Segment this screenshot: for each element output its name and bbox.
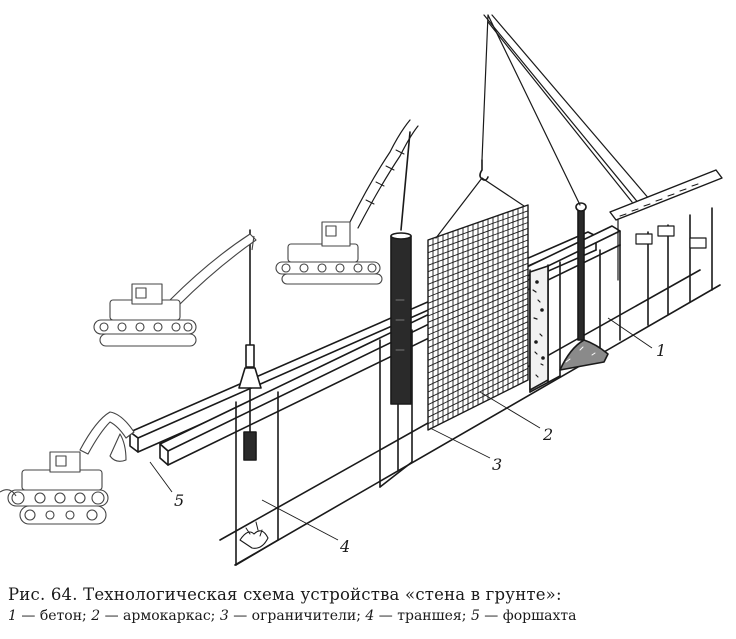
cage-bar-horizontal bbox=[427, 303, 529, 349]
lattice-crane bbox=[481, 14, 723, 281]
cage-bar-horizontal bbox=[427, 262, 529, 304]
concrete-section bbox=[529, 265, 609, 391]
cage-bar-horizontal bbox=[427, 321, 529, 368]
reinforcement-cage bbox=[427, 204, 529, 431]
cage-bar-horizontal bbox=[427, 233, 529, 273]
cage-bar-horizontal bbox=[427, 344, 529, 393]
cage-bar-horizontal bbox=[427, 297, 529, 342]
legend-item: 5 — форшахта bbox=[470, 608, 577, 624]
excavator-middle bbox=[93, 233, 257, 347]
boom-crane-middle bbox=[349, 119, 419, 229]
cage-bar-horizontal bbox=[427, 251, 529, 292]
figure-caption: Рис. 64. Технологическая схема устройств… bbox=[8, 585, 730, 624]
cage-bar-horizontal bbox=[427, 367, 529, 418]
cage-bar-horizontal bbox=[427, 362, 529, 412]
cage-bar-horizontal bbox=[427, 286, 529, 330]
cage-bar-horizontal bbox=[427, 239, 529, 279]
caption-legend: 1 — бетон; 2 — армокаркас; 3 — ограничит… bbox=[8, 608, 730, 624]
cage-bar-horizontal bbox=[427, 216, 529, 254]
cage-bar-horizontal bbox=[427, 227, 529, 266]
legend-item: 1 — бетон; bbox=[8, 608, 87, 624]
label-1: 1 bbox=[656, 341, 666, 360]
cage-bar-horizontal bbox=[427, 309, 529, 355]
excavator-bottom bbox=[0, 411, 135, 525]
trench-wall-diagram: 1 2 3 4 5 bbox=[0, 14, 723, 566]
leader-3 bbox=[429, 427, 491, 459]
caption-title: Рис. 64. Технологическая схема устройств… bbox=[8, 585, 562, 604]
tremie-pipe bbox=[575, 202, 587, 341]
grab-rope bbox=[238, 229, 269, 549]
label-5: 5 bbox=[174, 491, 184, 510]
cage-bar-horizontal bbox=[427, 268, 529, 311]
leader-4 bbox=[261, 499, 339, 541]
cage-bar-horizontal bbox=[427, 327, 529, 374]
cage-bar-horizontal bbox=[427, 274, 529, 317]
cage-bar-horizontal bbox=[427, 350, 529, 399]
cage-bar-horizontal bbox=[427, 338, 529, 387]
cage-bar-horizontal bbox=[427, 280, 529, 323]
cage-bar-horizontal bbox=[427, 332, 529, 380]
leader-2 bbox=[479, 391, 541, 429]
limiter-pipe bbox=[390, 131, 412, 405]
legend-item: 2 — армокаркас; bbox=[91, 608, 216, 624]
cage-bar-horizontal bbox=[427, 292, 529, 336]
cage-bar-horizontal bbox=[427, 356, 529, 406]
cage-bar-horizontal bbox=[427, 210, 529, 247]
cage-bar-horizontal bbox=[427, 245, 529, 285]
legend-item: 3 — ограничители; bbox=[219, 608, 361, 624]
cage-bar-horizontal bbox=[427, 373, 529, 425]
label-2: 2 bbox=[542, 425, 553, 444]
excavator-top bbox=[275, 221, 383, 285]
cage-bar-horizontal bbox=[427, 315, 529, 361]
leader-5 bbox=[149, 461, 173, 493]
cage-bar-horizontal bbox=[427, 222, 529, 260]
leader-1 bbox=[607, 317, 653, 349]
legend-item: 4 — траншея; bbox=[365, 608, 467, 624]
label-3: 3 bbox=[492, 455, 502, 474]
cage-bar-horizontal bbox=[427, 257, 529, 298]
label-4: 4 bbox=[339, 537, 350, 556]
cage-slings bbox=[435, 159, 525, 239]
